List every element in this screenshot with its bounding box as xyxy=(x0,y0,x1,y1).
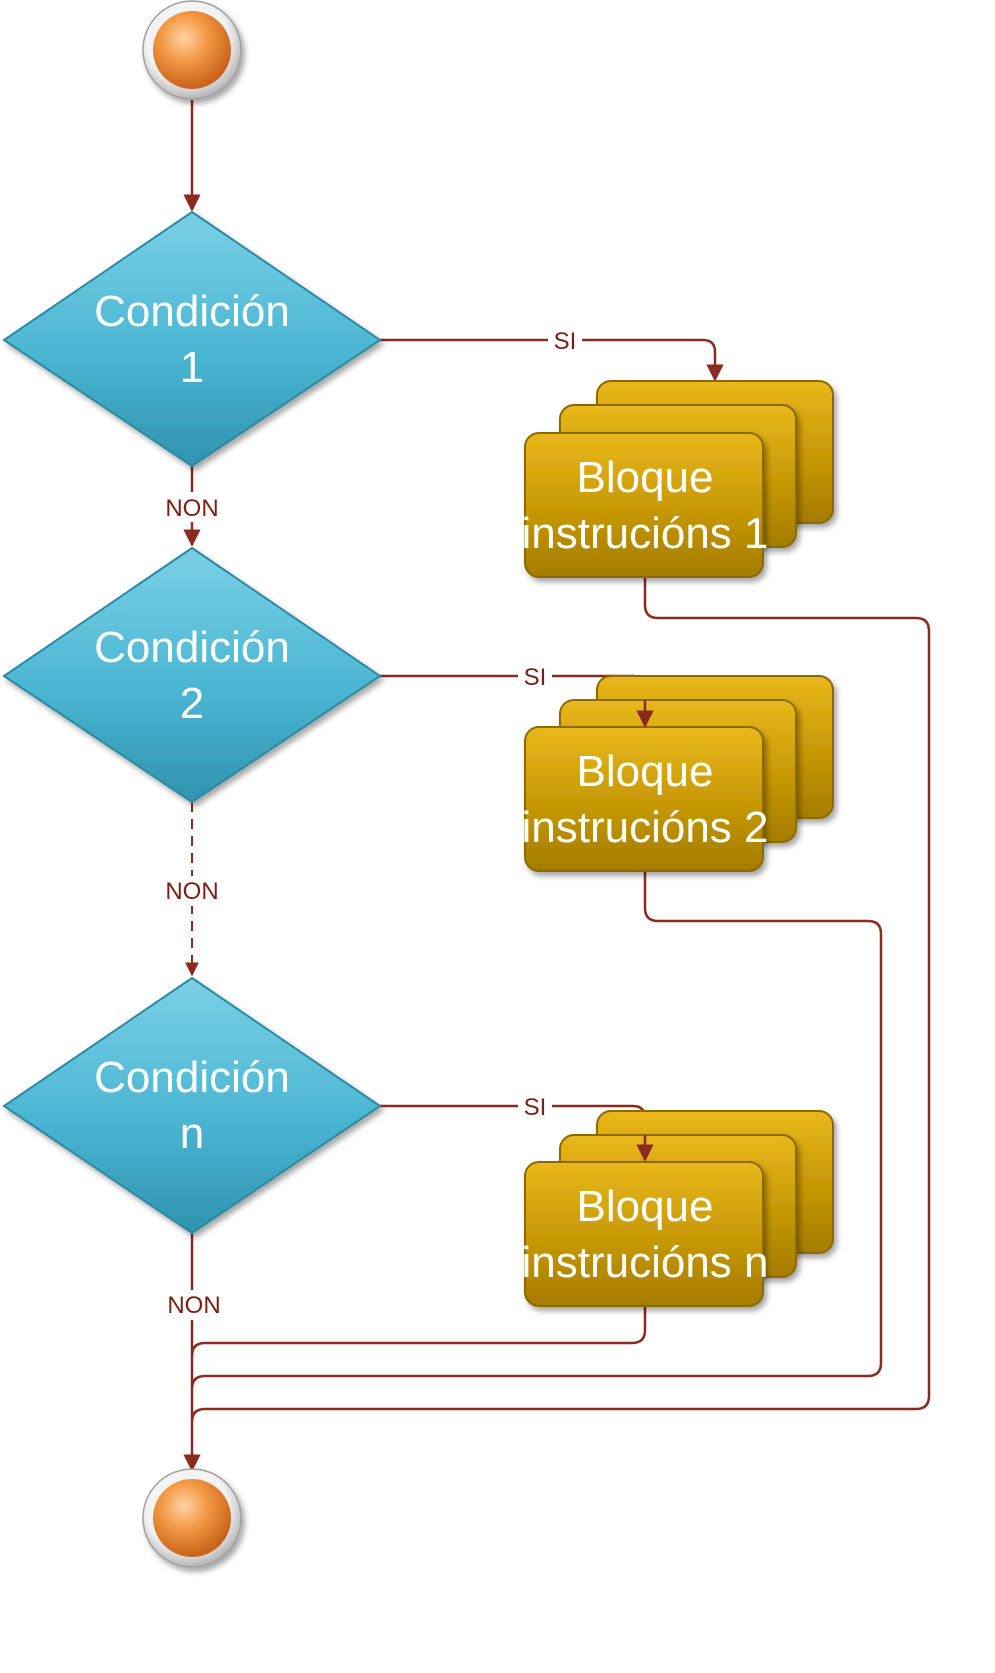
condition-1-diamond: Condición 1 xyxy=(2,210,382,468)
yes-label-2: SI xyxy=(524,664,547,691)
block-n-label-line2: instrucións n xyxy=(521,1238,768,1287)
condition-1-label-line2: 1 xyxy=(180,343,204,392)
end-node xyxy=(142,1468,242,1568)
condition-2-label-line2: 2 xyxy=(180,679,204,728)
edge-condition-1-yes xyxy=(380,338,724,382)
condition-2-diamond: Condición 2 xyxy=(2,546,382,804)
block-n-label-line1: Bloque xyxy=(576,1182,713,1231)
condition-n-label-line1: Condición xyxy=(94,1053,290,1102)
yes-label-n: SI xyxy=(524,1094,547,1121)
condition-2-label-line1: Condición xyxy=(94,623,290,672)
block-2-label-line1: Bloque xyxy=(576,747,713,796)
edge-block-n-return xyxy=(190,1307,647,1357)
no-label-n: NON xyxy=(167,1292,220,1319)
edge-block-2-return xyxy=(190,872,883,1390)
instruction-block-1: Bloque instrucións 1 xyxy=(521,380,834,578)
block-2-label-line2: instrucións 2 xyxy=(521,803,768,852)
no-label-2: NON xyxy=(165,878,218,905)
condition-n-diamond: Condición n xyxy=(2,976,382,1235)
yes-label-1: SI xyxy=(554,328,577,355)
instruction-block-2: Bloque instrucións 2 xyxy=(521,675,834,872)
condition-n-label-line2: n xyxy=(180,1109,204,1158)
instruction-block-n: Bloque instrucións n xyxy=(521,1110,834,1307)
block-1-label-line2: instrucións 1 xyxy=(521,509,768,558)
start-node xyxy=(142,0,242,100)
no-label-1: NON xyxy=(165,495,218,522)
condition-1-label-line1: Condición xyxy=(94,287,290,336)
edge-labels: SI SI SI NON NON NON xyxy=(165,326,582,1320)
edge-block-1-return xyxy=(190,578,931,1423)
block-1-label-line1: Bloque xyxy=(576,453,713,502)
